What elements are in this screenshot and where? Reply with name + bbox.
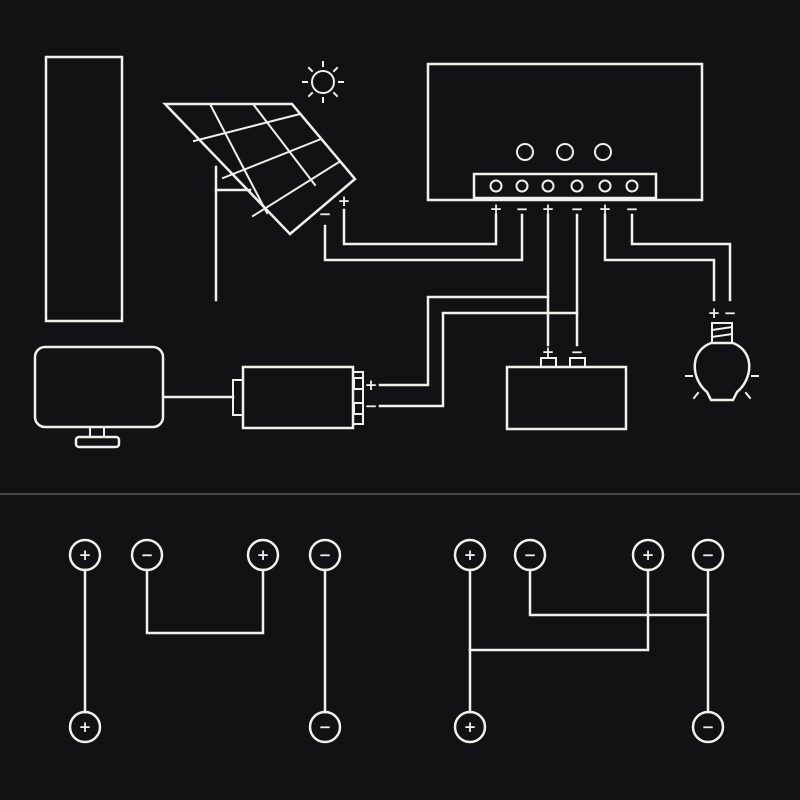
diagram-lines	[0, 55, 800, 744]
solar-panel-icon	[162, 102, 357, 302]
series-plus-symbol: +	[79, 546, 92, 564]
controller-load-plus-label: +	[599, 200, 612, 218]
bulb-minus-label: −	[724, 304, 737, 322]
series-connection-diagram	[68, 538, 342, 744]
series-minus-symbol: −	[141, 546, 154, 564]
charge-controller-icon	[426, 62, 704, 202]
panel-minus-label: −	[319, 205, 332, 223]
battery-plus-label: +	[542, 343, 555, 361]
wires	[163, 208, 732, 408]
tall-panel-icon	[44, 55, 124, 323]
parallel-plus-symbol: +	[642, 546, 655, 564]
parallel-output-minus-symbol: −	[702, 718, 715, 736]
controller-pv-minus-label: −	[516, 200, 529, 218]
series-output-plus-symbol: +	[79, 718, 92, 736]
controller-load-minus-label: −	[626, 200, 639, 218]
parallel-minus-symbol: −	[524, 546, 537, 564]
parallel-output-plus-symbol: +	[464, 718, 477, 736]
terminal-labels: − + + − + − + − + − + − + −	[319, 192, 737, 415]
series-minus-symbol: −	[319, 546, 332, 564]
series-plus-symbol: +	[257, 546, 270, 564]
panel-plus-label: +	[338, 192, 351, 210]
controller-pv-plus-label: +	[490, 200, 503, 218]
parallel-connection-diagram	[453, 538, 725, 744]
polarity-symbols: + − + − + − + − + − + −	[79, 546, 715, 736]
controller-bat-plus-label: +	[542, 200, 555, 218]
parallel-minus-symbol: −	[702, 546, 715, 564]
inverter-icon	[232, 365, 364, 430]
series-output-minus-symbol: −	[319, 718, 332, 736]
monitor-icon	[33, 345, 165, 449]
battery-minus-label: −	[571, 343, 584, 361]
inverter-plus-label: +	[365, 376, 378, 394]
inverter-minus-label: −	[365, 397, 378, 415]
bulb-plus-label: +	[708, 304, 721, 322]
battery-icon	[505, 357, 628, 431]
parallel-plus-symbol: +	[464, 546, 477, 564]
sun-icon	[302, 61, 344, 103]
light-bulb-icon	[685, 322, 759, 402]
controller-bat-minus-label: −	[571, 200, 584, 218]
